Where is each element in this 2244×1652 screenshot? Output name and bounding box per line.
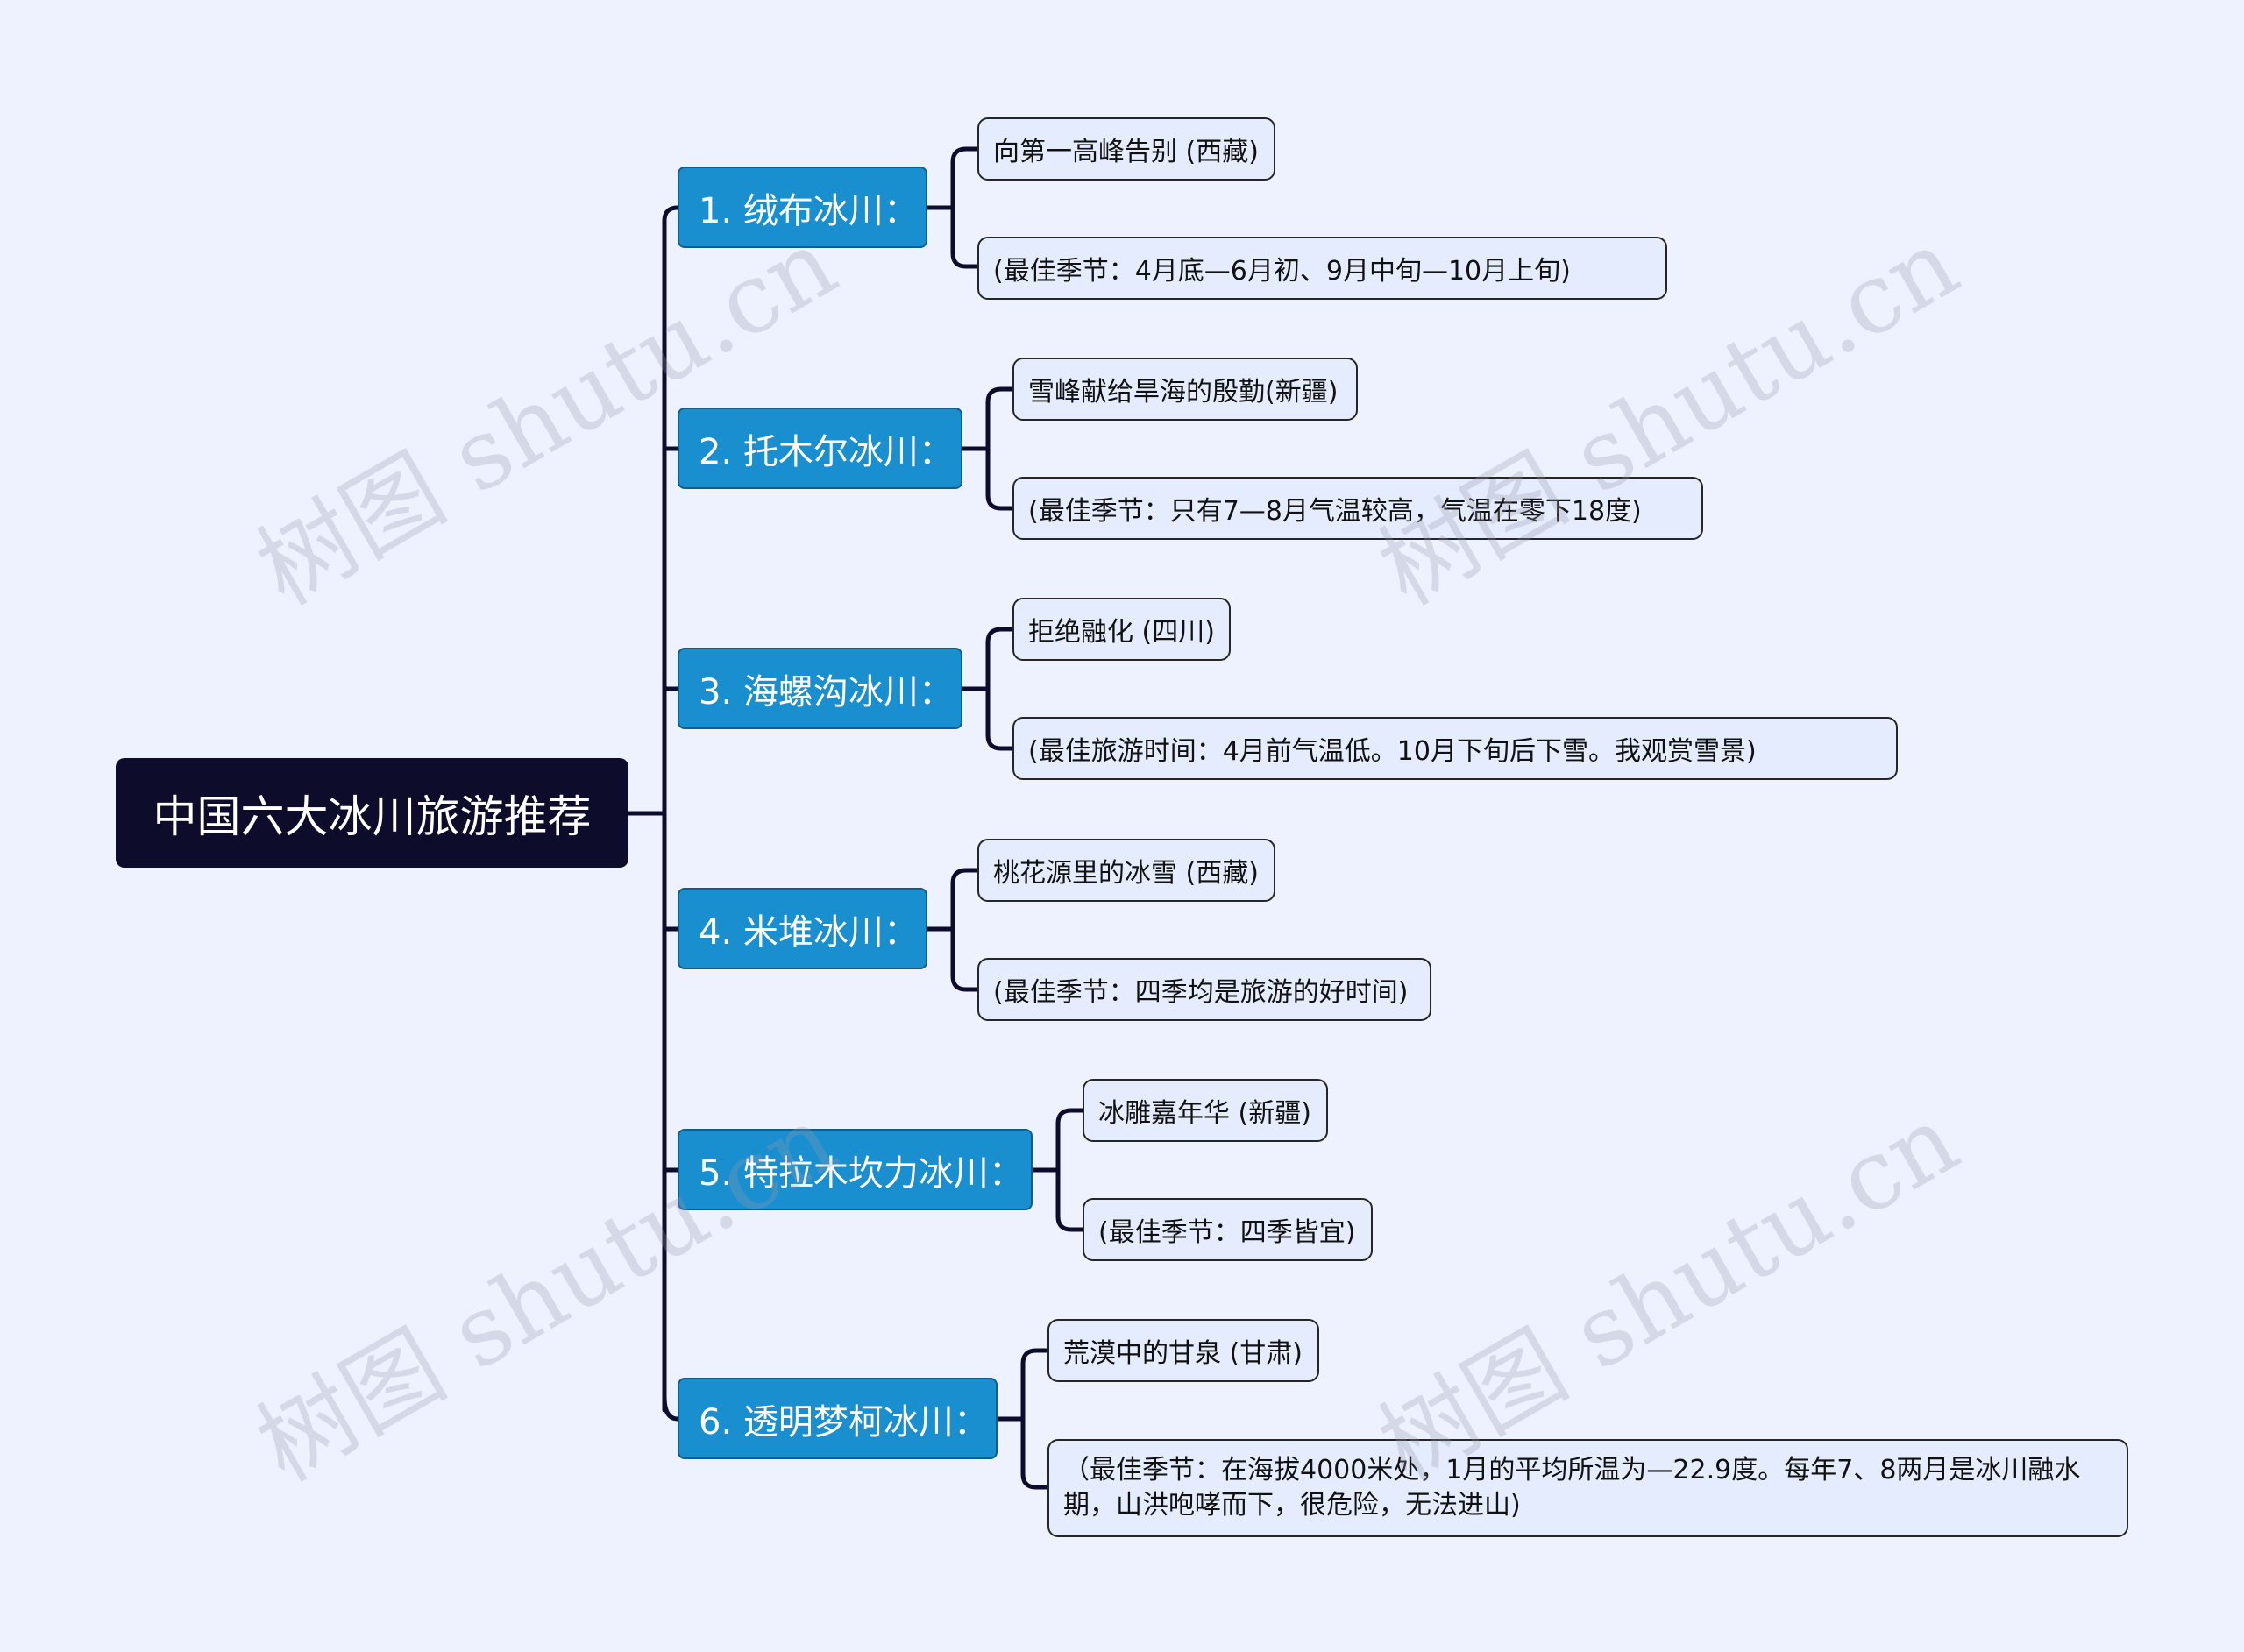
leaf-topic[interactable]: 桃花源里的冰雪 (西藏) [977, 839, 1275, 902]
branch-topic-4[interactable]: 4. 米堆冰川： [678, 888, 927, 969]
root-topic[interactable]: 中国六大冰川旅游推荐 [116, 758, 628, 868]
leaf-bracket-2 [960, 386, 1015, 511]
branch-connector-2 [651, 446, 680, 816]
leaf-topic[interactable]: 拒绝融化 (四川) [1012, 598, 1231, 661]
leaf-topic[interactable]: 冰雕嘉年华 (新疆) [1083, 1079, 1328, 1142]
branch-topic-3[interactable]: 3. 海螺沟冰川： [678, 648, 962, 729]
leaf-topic[interactable]: 向第一高峰告别 (西藏) [977, 117, 1275, 181]
leaf-topic[interactable]: 荒漠中的甘泉 (甘肃) [1047, 1319, 1319, 1382]
leaf-topic[interactable]: (最佳季节：四季皆宜) [1083, 1198, 1373, 1261]
branch-topic-1[interactable]: 1. 绒布冰川： [678, 167, 927, 248]
branch-connector-6 [662, 1394, 680, 1422]
leaf-bracket-4 [925, 868, 980, 992]
leaf-topic[interactable]: (最佳季节：4月底—6月初、9月中旬—10月上旬) [977, 237, 1667, 300]
leaf-topic[interactable]: (最佳季节：四季均是旅游的好时间) [977, 958, 1431, 1021]
leaf-bracket-1 [925, 146, 980, 269]
branch-topic-2[interactable]: 2. 托木尔冰川： [678, 408, 962, 489]
leaf-bracket-3 [960, 627, 1015, 751]
branch-topic-6[interactable]: 6. 透明梦柯冰川： [678, 1378, 998, 1459]
leaf-topic[interactable]: (最佳旅游时间：4月前气温低。10月下旬后下雪。我观赏雪景) [1012, 717, 1898, 780]
leaf-bracket-5 [1030, 1108, 1085, 1232]
branch-topic-5[interactable]: 5. 特拉木坎力冰川： [678, 1129, 1033, 1210]
leaf-topic[interactable]: （最佳季节：在海拔4000米处，1月的平均所温为—22.9度。每年7、8两月是冰… [1047, 1439, 2128, 1537]
leaf-topic[interactable]: (最佳季节：只有7—8月气温较高，气温在零下18度) [1012, 477, 1703, 540]
branch-connector-1 [662, 205, 680, 223]
leaf-topic[interactable]: 雪峰献给旱海的殷勤(新疆) [1012, 358, 1358, 421]
leaf-bracket-6 [995, 1348, 1050, 1490]
